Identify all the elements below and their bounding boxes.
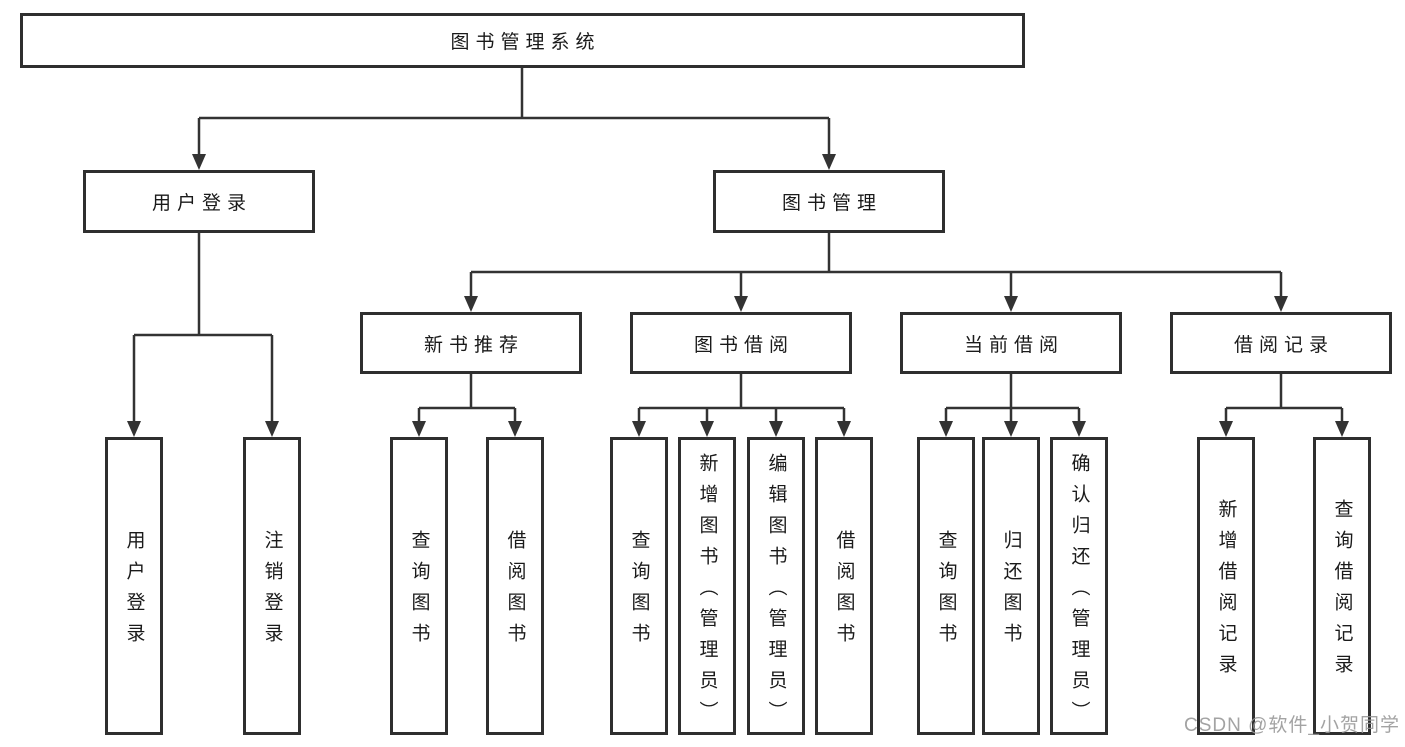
connector-book-borrow xyxy=(637,374,846,423)
node-current-borrow-label: 当前借阅 xyxy=(963,334,1064,356)
arrowhead xyxy=(769,421,783,437)
leaf-records-query: 查询借阅记录 xyxy=(1313,437,1371,735)
leaf-current-confirm-label: 确认归还（管理员） xyxy=(1068,452,1090,732)
leaf-records-add: 新增借阅记录 xyxy=(1197,437,1255,735)
leaf-current-confirm: 确认归还（管理员） xyxy=(1050,437,1108,735)
node-user-login-label: 用户登录 xyxy=(151,193,252,214)
leaf-borrow-add-label: 新增图书（管理员） xyxy=(696,452,718,732)
arrowhead xyxy=(508,421,522,437)
arrowhead xyxy=(1335,421,1349,437)
arrowhead xyxy=(822,154,836,170)
leaf-records-add-label: 新增借阅记录 xyxy=(1215,499,1237,685)
leaf-borrow-query-label: 查询图书 xyxy=(628,530,650,654)
leaf-user-login-label: 用户登录 xyxy=(123,530,145,654)
node-current-borrow: 当前借阅 xyxy=(900,312,1122,374)
connector-user-login xyxy=(132,233,274,423)
node-user-login: 用户登录 xyxy=(83,170,315,233)
leaf-newbook-query-label: 查询图书 xyxy=(408,530,430,654)
connector-current-borrow xyxy=(944,374,1081,423)
arrowhead xyxy=(837,421,851,437)
node-book-borrow-label: 图书借阅 xyxy=(693,334,794,356)
connector-borrow-records xyxy=(1224,374,1344,423)
watermark: CSDN @软件_小贺同学 xyxy=(1184,715,1400,736)
arrowhead xyxy=(939,421,953,437)
arrowhead xyxy=(700,421,714,437)
arrowhead xyxy=(734,296,748,312)
leaf-newbook-borrow: 借阅图书 xyxy=(486,437,544,735)
arrowhead xyxy=(632,421,646,437)
arrowhead xyxy=(127,421,141,437)
node-book-borrow: 图书借阅 xyxy=(630,312,852,374)
node-book-management: 图书管理 xyxy=(713,170,945,233)
leaf-borrow-add: 新增图书（管理员） xyxy=(678,437,736,735)
leaf-newbook-borrow-label: 借阅图书 xyxy=(504,530,526,654)
leaf-user-login: 用户登录 xyxy=(105,437,163,735)
arrowhead xyxy=(1004,421,1018,437)
leaf-borrow-borrow: 借阅图书 xyxy=(815,437,873,735)
leaf-borrow-borrow-label: 借阅图书 xyxy=(833,530,855,654)
node-book-management-label: 图书管理 xyxy=(781,193,882,214)
arrowhead xyxy=(1274,296,1288,312)
arrowhead xyxy=(1004,296,1018,312)
leaf-current-query: 查询图书 xyxy=(917,437,975,735)
leaf-borrow-edit: 编辑图书（管理员） xyxy=(747,437,805,735)
node-new-book-recommend: 新书推荐 xyxy=(360,312,582,374)
arrowhead xyxy=(265,421,279,437)
leaf-logout-label: 注销登录 xyxy=(261,530,283,654)
connector-book-management xyxy=(469,233,1283,298)
node-borrow-records: 借阅记录 xyxy=(1170,312,1392,374)
connector-new-book xyxy=(417,374,517,423)
node-new-book-recommend-label: 新书推荐 xyxy=(423,334,524,356)
leaf-current-return: 归还图书 xyxy=(982,437,1040,735)
arrowhead xyxy=(192,154,206,170)
arrowhead xyxy=(412,421,426,437)
arrowhead xyxy=(1072,421,1086,437)
leaf-newbook-query: 查询图书 xyxy=(390,437,448,735)
node-root: 图书管理系统 xyxy=(20,13,1025,68)
leaf-borrow-edit-label: 编辑图书（管理员） xyxy=(765,452,787,732)
node-root-label: 图书管理系统 xyxy=(450,32,601,53)
connector-root xyxy=(197,68,831,156)
leaf-logout: 注销登录 xyxy=(243,437,301,735)
leaf-current-return-label: 归还图书 xyxy=(1000,530,1022,654)
leaf-current-query-label: 查询图书 xyxy=(935,530,957,654)
leaf-records-query-label: 查询借阅记录 xyxy=(1331,499,1353,685)
node-borrow-records-label: 借阅记录 xyxy=(1233,334,1334,356)
leaf-borrow-query: 查询图书 xyxy=(610,437,668,735)
arrowhead xyxy=(1219,421,1233,437)
arrowhead xyxy=(464,296,478,312)
